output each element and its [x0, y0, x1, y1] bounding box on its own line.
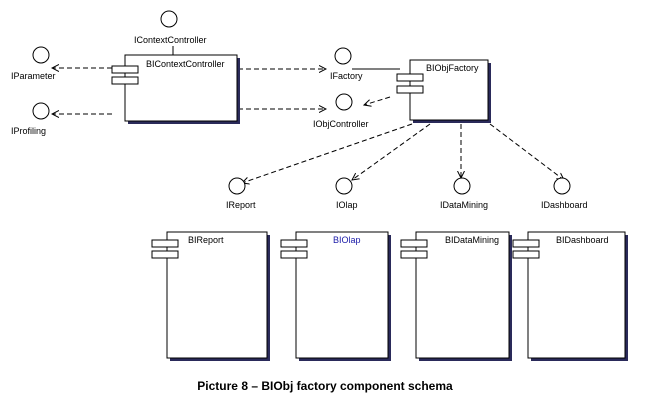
component-bireport [151, 231, 270, 361]
interface-label-iprofiling: IProfiling [11, 126, 46, 136]
component-tab-lower [396, 85, 424, 94]
component-tab-lower [151, 250, 179, 259]
component-tab-upper [111, 65, 139, 74]
component-label-bidashboard: BIDashboard [556, 235, 609, 245]
component-diagram: IContextController IParameter IProfiling… [11, 10, 628, 361]
dependency-arrows [52, 68, 564, 183]
interface-idatamining-circle [453, 177, 471, 195]
component-label-bidatamining: BIDataMining [445, 235, 499, 245]
component-bicontextcontroller [111, 54, 240, 124]
component-biolap [280, 231, 391, 361]
interface-iparameter-circle [32, 46, 50, 64]
arrow-factory-to-iobjcontroller [364, 96, 391, 105]
interface-iolap-circle [335, 177, 353, 195]
interface-iprofiling-circle [32, 102, 50, 120]
interface-label-iparameter: IParameter [11, 71, 56, 81]
component-tab-lower [400, 250, 428, 259]
interface-label-icontextcontroller: IContextController [134, 35, 207, 45]
component-tab-lower [512, 250, 540, 259]
component-label-biolap: BIOlap [333, 235, 361, 245]
interface-label-idashboard: IDashboard [541, 200, 588, 210]
component-label-bicontextcontroller: BIContextController [146, 59, 225, 69]
component-tab-lower [111, 76, 139, 85]
component-label-biobjfactory: BIObjFactory [426, 63, 479, 73]
interface-iobjcontroller-circle [335, 93, 353, 111]
interface-icontextcontroller-circle [160, 10, 178, 28]
component-tab-upper [280, 239, 308, 248]
component-tab-upper [151, 239, 179, 248]
interface-label-ifactory: IFactory [330, 71, 363, 81]
component-bidatamining [400, 231, 512, 361]
arrow-to-idashboard [489, 123, 564, 180]
component-tab-upper [396, 73, 424, 82]
interface-label-iobjcontroller: IObjController [313, 119, 369, 129]
interface-label-iolap: IOlap [336, 200, 358, 210]
interface-ifactory-circle [334, 47, 352, 65]
interface-idashboard-circle [553, 177, 571, 195]
interface-label-ireport: IReport [226, 200, 256, 210]
component-bidashboard [512, 231, 628, 361]
interface-connectors [172, 46, 400, 70]
component-biobjfactory [396, 59, 491, 123]
arrow-to-ireport [242, 123, 413, 183]
interface-circles [32, 10, 571, 195]
component-label-bireport: BIReport [188, 235, 224, 245]
interface-ireport-circle [228, 177, 246, 195]
interface-label-idatamining: IDataMining [440, 200, 488, 210]
component-tab-upper [512, 239, 540, 248]
component-tab-lower [280, 250, 308, 259]
labels: IContextController IParameter IProfiling… [11, 35, 609, 245]
arrow-to-iolap [352, 123, 431, 180]
figure-caption: Picture 8 – BIObj factory component sche… [197, 379, 453, 393]
component-tab-upper [400, 239, 428, 248]
